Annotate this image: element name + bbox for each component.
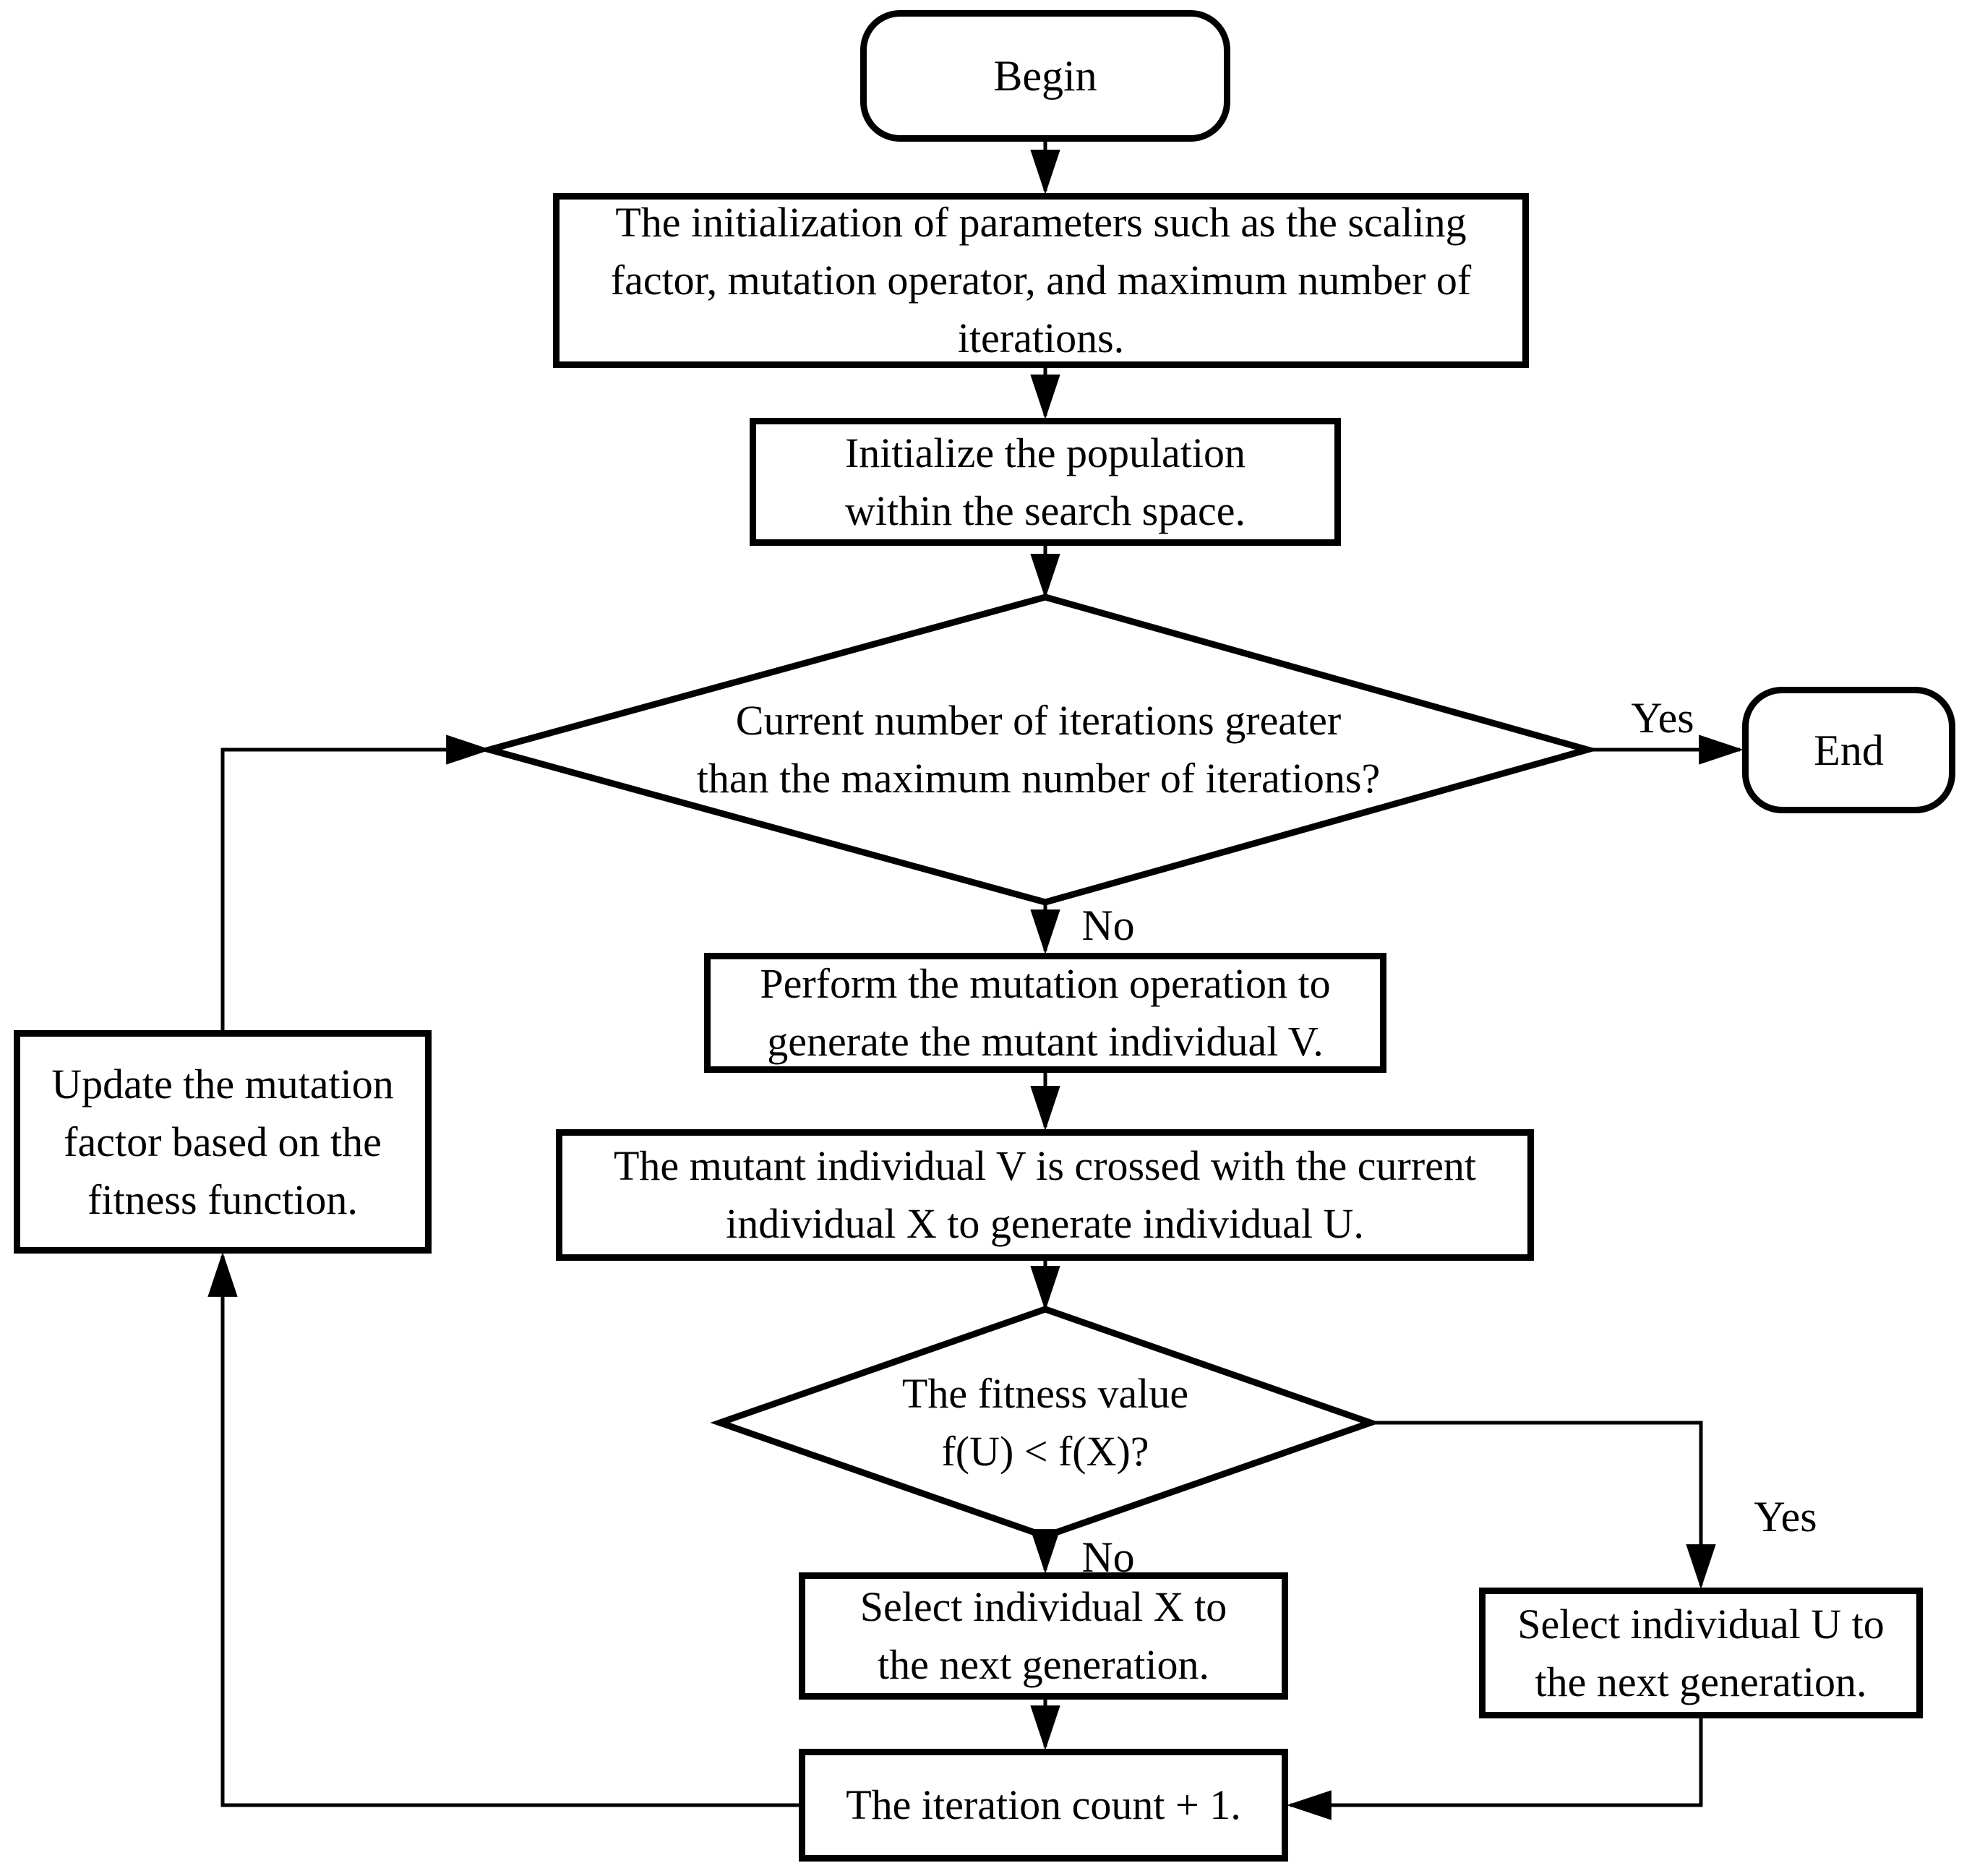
init-population-process: Initialize the population within the sea… xyxy=(750,418,1341,546)
update-factor-line-3: fitness function. xyxy=(87,1175,358,1223)
label-iteration-no: No xyxy=(1081,901,1135,949)
crossover-process: The mutant individual V is crossed with … xyxy=(556,1129,1534,1261)
crossover-line-2: individual X to generate individual U. xyxy=(726,1200,1364,1247)
begin-label: Begin xyxy=(993,52,1097,100)
init-population-line-1: Initialize the population xyxy=(844,429,1246,476)
update-factor-process: Update the mutation factor based on the … xyxy=(14,1030,432,1254)
end-label: End xyxy=(1814,726,1884,774)
end-terminator: End xyxy=(1742,687,1955,813)
select-u-line-2: the next generation. xyxy=(1535,1658,1867,1705)
label-fitness-no: No xyxy=(1081,1533,1135,1581)
init-params-process: The initialization of parameters such as… xyxy=(553,193,1529,368)
edge-fitness-check-yes-to-select-u xyxy=(1371,1421,1716,1590)
init-params-line-3: iterations. xyxy=(957,314,1125,361)
iteration-check-line-2: than the maximum number of iterations? xyxy=(696,755,1381,802)
select-x-line-1: Select individual X to xyxy=(859,1583,1227,1630)
init-params-line-1: The initialization of parameters such as… xyxy=(615,199,1467,246)
update-factor-line-1: Update the mutation xyxy=(51,1060,394,1108)
fitness-check-line-2: f(U) < f(X)? xyxy=(941,1428,1149,1475)
mutation-line-2: generate the mutant individual V. xyxy=(767,1018,1324,1065)
edge-update-factor-to-iteration-check xyxy=(220,734,492,1030)
select-x-line-2: the next generation. xyxy=(878,1641,1209,1688)
edge-iteration-count-to-update-factor xyxy=(207,1251,799,1807)
init-params-line-2: factor, mutation operator, and maximum n… xyxy=(610,257,1472,304)
crossover-line-1: The mutant individual V is crossed with … xyxy=(613,1142,1477,1189)
mutation-line-1: Perform the mutation operation to xyxy=(760,960,1331,1007)
edge-select-u-to-iteration-count xyxy=(1286,1718,1703,1820)
label-fitness-yes: Yes xyxy=(1754,1492,1817,1541)
select-u-line-1: Select individual U to xyxy=(1517,1600,1885,1648)
select-x-process: Select individual X to the next generati… xyxy=(799,1572,1288,1700)
label-iteration-yes: Yes xyxy=(1631,693,1694,742)
init-population-line-2: within the search space. xyxy=(844,487,1246,534)
iteration-check-decision-text: Current number of iterations greater tha… xyxy=(489,597,1587,902)
fitness-check-decision-text: The fitness value f(U) < f(X)? xyxy=(720,1309,1371,1536)
select-u-process: Select individual U to the next generati… xyxy=(1479,1588,1923,1718)
begin-terminator: Begin xyxy=(860,10,1230,142)
iteration-check-line-1: Current number of iterations greater xyxy=(735,697,1342,744)
iteration-count-label: The iteration count + 1. xyxy=(846,1781,1241,1828)
iteration-count-process: The iteration count + 1. xyxy=(799,1749,1288,1862)
fitness-check-line-1: The fitness value xyxy=(901,1370,1189,1417)
update-factor-line-2: factor based on the xyxy=(64,1118,382,1165)
mutation-process: Perform the mutation operation to genera… xyxy=(704,953,1386,1073)
